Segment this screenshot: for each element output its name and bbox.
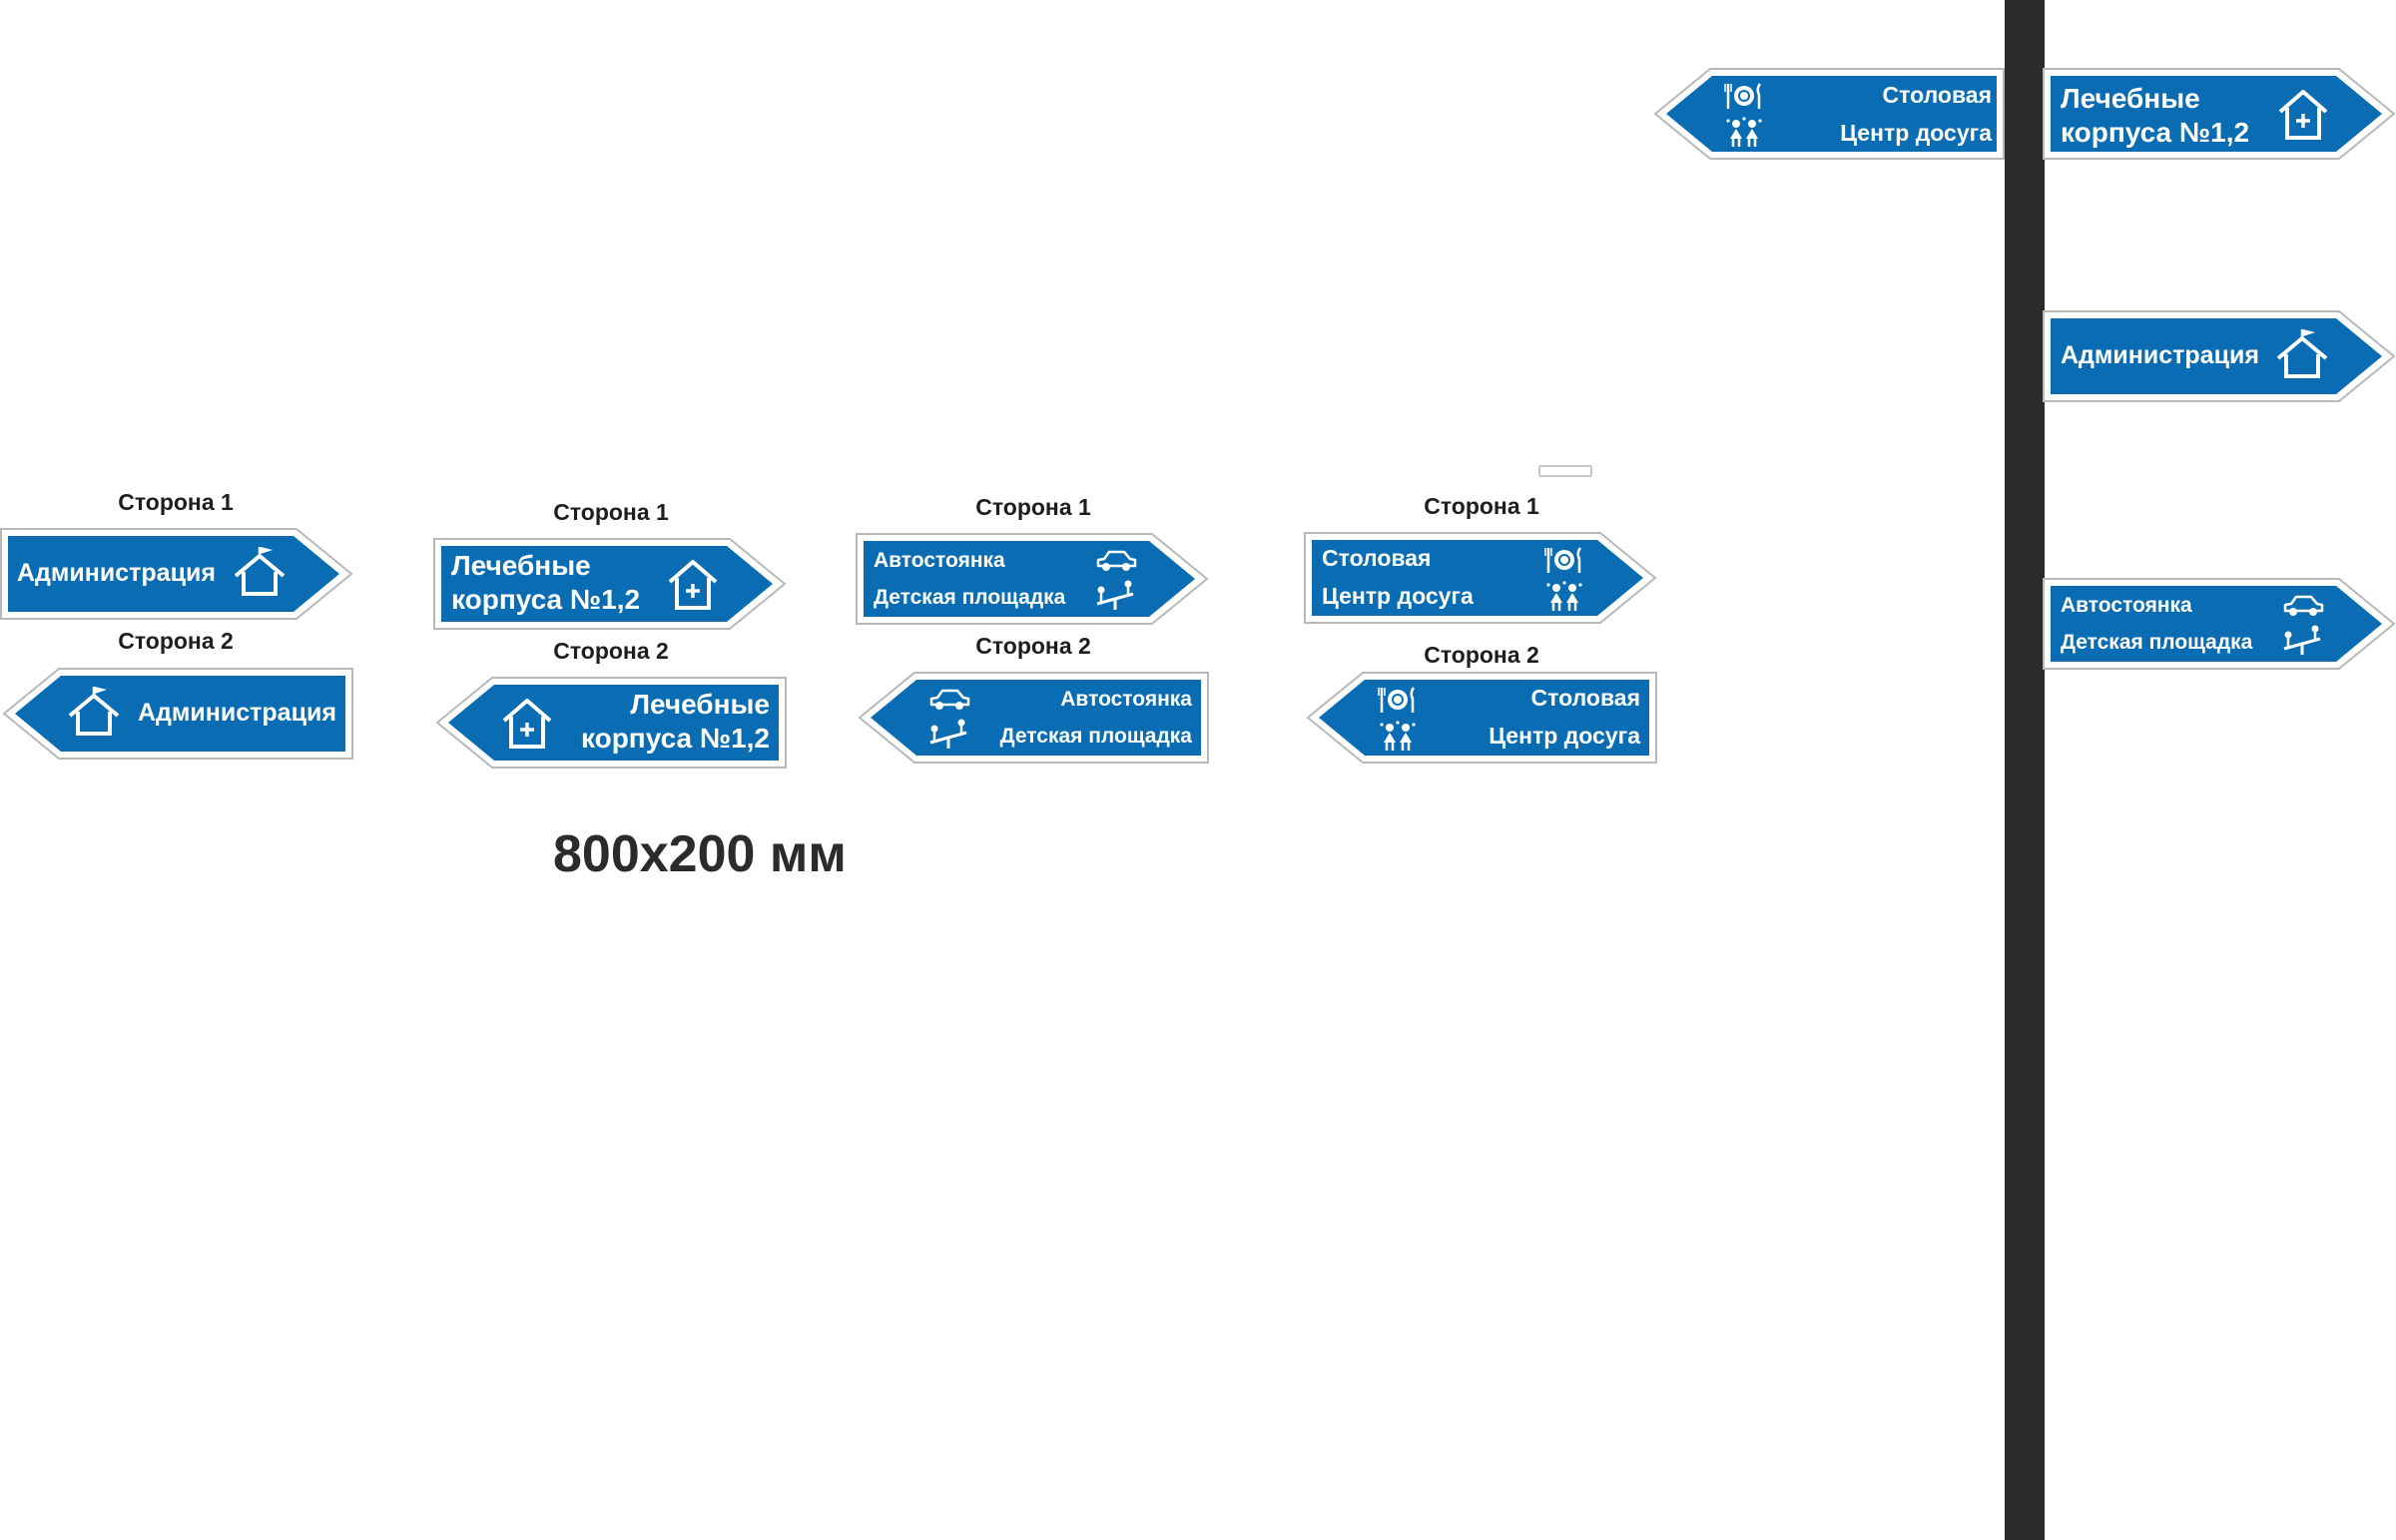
admin-sign-left: Администрация xyxy=(0,668,354,760)
sign-shape xyxy=(2043,578,2396,670)
dining-sign-left: Столовая Центр досуга xyxy=(1304,672,1658,764)
post-parking-sign: Автостоянка Детская площадка xyxy=(2043,578,2396,670)
leisure-icon xyxy=(1724,117,1764,149)
side-2-label: Сторона 2 xyxy=(1424,642,1539,668)
sign-text-line2: корпуса №1,2 xyxy=(451,584,641,615)
parking-sign-right: Автостоянка Детская площадка xyxy=(856,533,1210,625)
admin-sign-right: Администрация xyxy=(0,528,354,620)
post-dining-sign: Столовая Центр досуга xyxy=(1651,68,2006,160)
medical-sign-left: Лечебные корпуса №1,2 xyxy=(433,677,788,769)
parking-sign-left: Автостоянка Детская площадка xyxy=(856,672,1210,764)
car-icon xyxy=(1095,548,1137,574)
house-flag-icon xyxy=(232,546,288,602)
car-icon xyxy=(928,687,970,713)
sign-text-line1: Лечебные xyxy=(630,689,770,720)
sign-text-line1: Автостоянка xyxy=(874,549,1005,572)
sign-text-line1: Столовая xyxy=(1530,685,1640,711)
house-flag-icon xyxy=(2274,328,2330,384)
side-2-label: Сторона 2 xyxy=(553,638,669,664)
side-1-label: Сторона 1 xyxy=(975,494,1091,520)
side-1-label: Сторона 1 xyxy=(118,489,234,515)
house-plus-icon xyxy=(666,558,720,612)
sign-text-line1: Столовая xyxy=(1322,545,1432,571)
car-icon xyxy=(2282,593,2324,619)
dimensions-label: 800x200 мм xyxy=(553,825,847,883)
post-medical-sign: Лечебные корпуса №1,2 xyxy=(2043,68,2396,160)
sign-shape xyxy=(858,672,1209,764)
sign-text-line2: корпуса №1,2 xyxy=(2061,117,2250,148)
leisure-icon xyxy=(1544,581,1584,613)
sign-shape xyxy=(856,533,1209,625)
side-1-label: Сторона 1 xyxy=(1424,493,1539,519)
dining-icon xyxy=(1378,685,1418,715)
post-admin-sign: Администрация xyxy=(2043,310,2396,402)
sign-text-line2: Центр досуга xyxy=(1840,120,1992,146)
sign-text-line2: Детская площадка xyxy=(2061,631,2253,654)
small-rectangle xyxy=(1538,465,1592,477)
sign-text-line1: Автостоянка xyxy=(1060,688,1192,711)
house-flag-icon xyxy=(66,686,122,742)
dining-icon xyxy=(1724,81,1764,111)
sign-text-line2: Центр досуга xyxy=(1489,723,1640,749)
dining-icon xyxy=(1544,545,1584,575)
sign-text: Администрация xyxy=(2061,341,2259,369)
sign-text-line2: Центр досуга xyxy=(1322,583,1474,609)
house-plus-icon xyxy=(2276,88,2330,142)
sign-post xyxy=(2005,0,2045,1540)
sign-text: Администрация xyxy=(17,559,216,587)
sign-text-line2: Детская площадка xyxy=(874,586,1066,609)
sign-text: Администрация xyxy=(138,699,336,727)
playground-icon xyxy=(2282,625,2322,657)
side-2-label: Сторона 2 xyxy=(118,628,234,654)
sign-text-line2: Детская площадка xyxy=(999,725,1192,748)
dining-sign-right: Столовая Центр досуга xyxy=(1304,532,1658,624)
leisure-icon xyxy=(1378,721,1418,753)
sign-text-line2: корпуса №1,2 xyxy=(580,723,770,754)
sign-text-line1: Лечебные xyxy=(2061,83,2200,114)
side-2-label: Сторона 2 xyxy=(975,633,1091,659)
medical-sign-right: Лечебные корпуса №1,2 xyxy=(433,538,788,630)
sign-text-line1: Лечебные xyxy=(451,550,591,581)
playground-icon xyxy=(928,719,968,751)
house-plus-icon xyxy=(500,697,554,751)
playground-icon xyxy=(1095,580,1135,612)
side-1-label: Сторона 1 xyxy=(553,499,669,525)
sign-text-line1: Столовая xyxy=(1882,82,1992,108)
sign-text-line1: Автостоянка xyxy=(2061,594,2192,617)
